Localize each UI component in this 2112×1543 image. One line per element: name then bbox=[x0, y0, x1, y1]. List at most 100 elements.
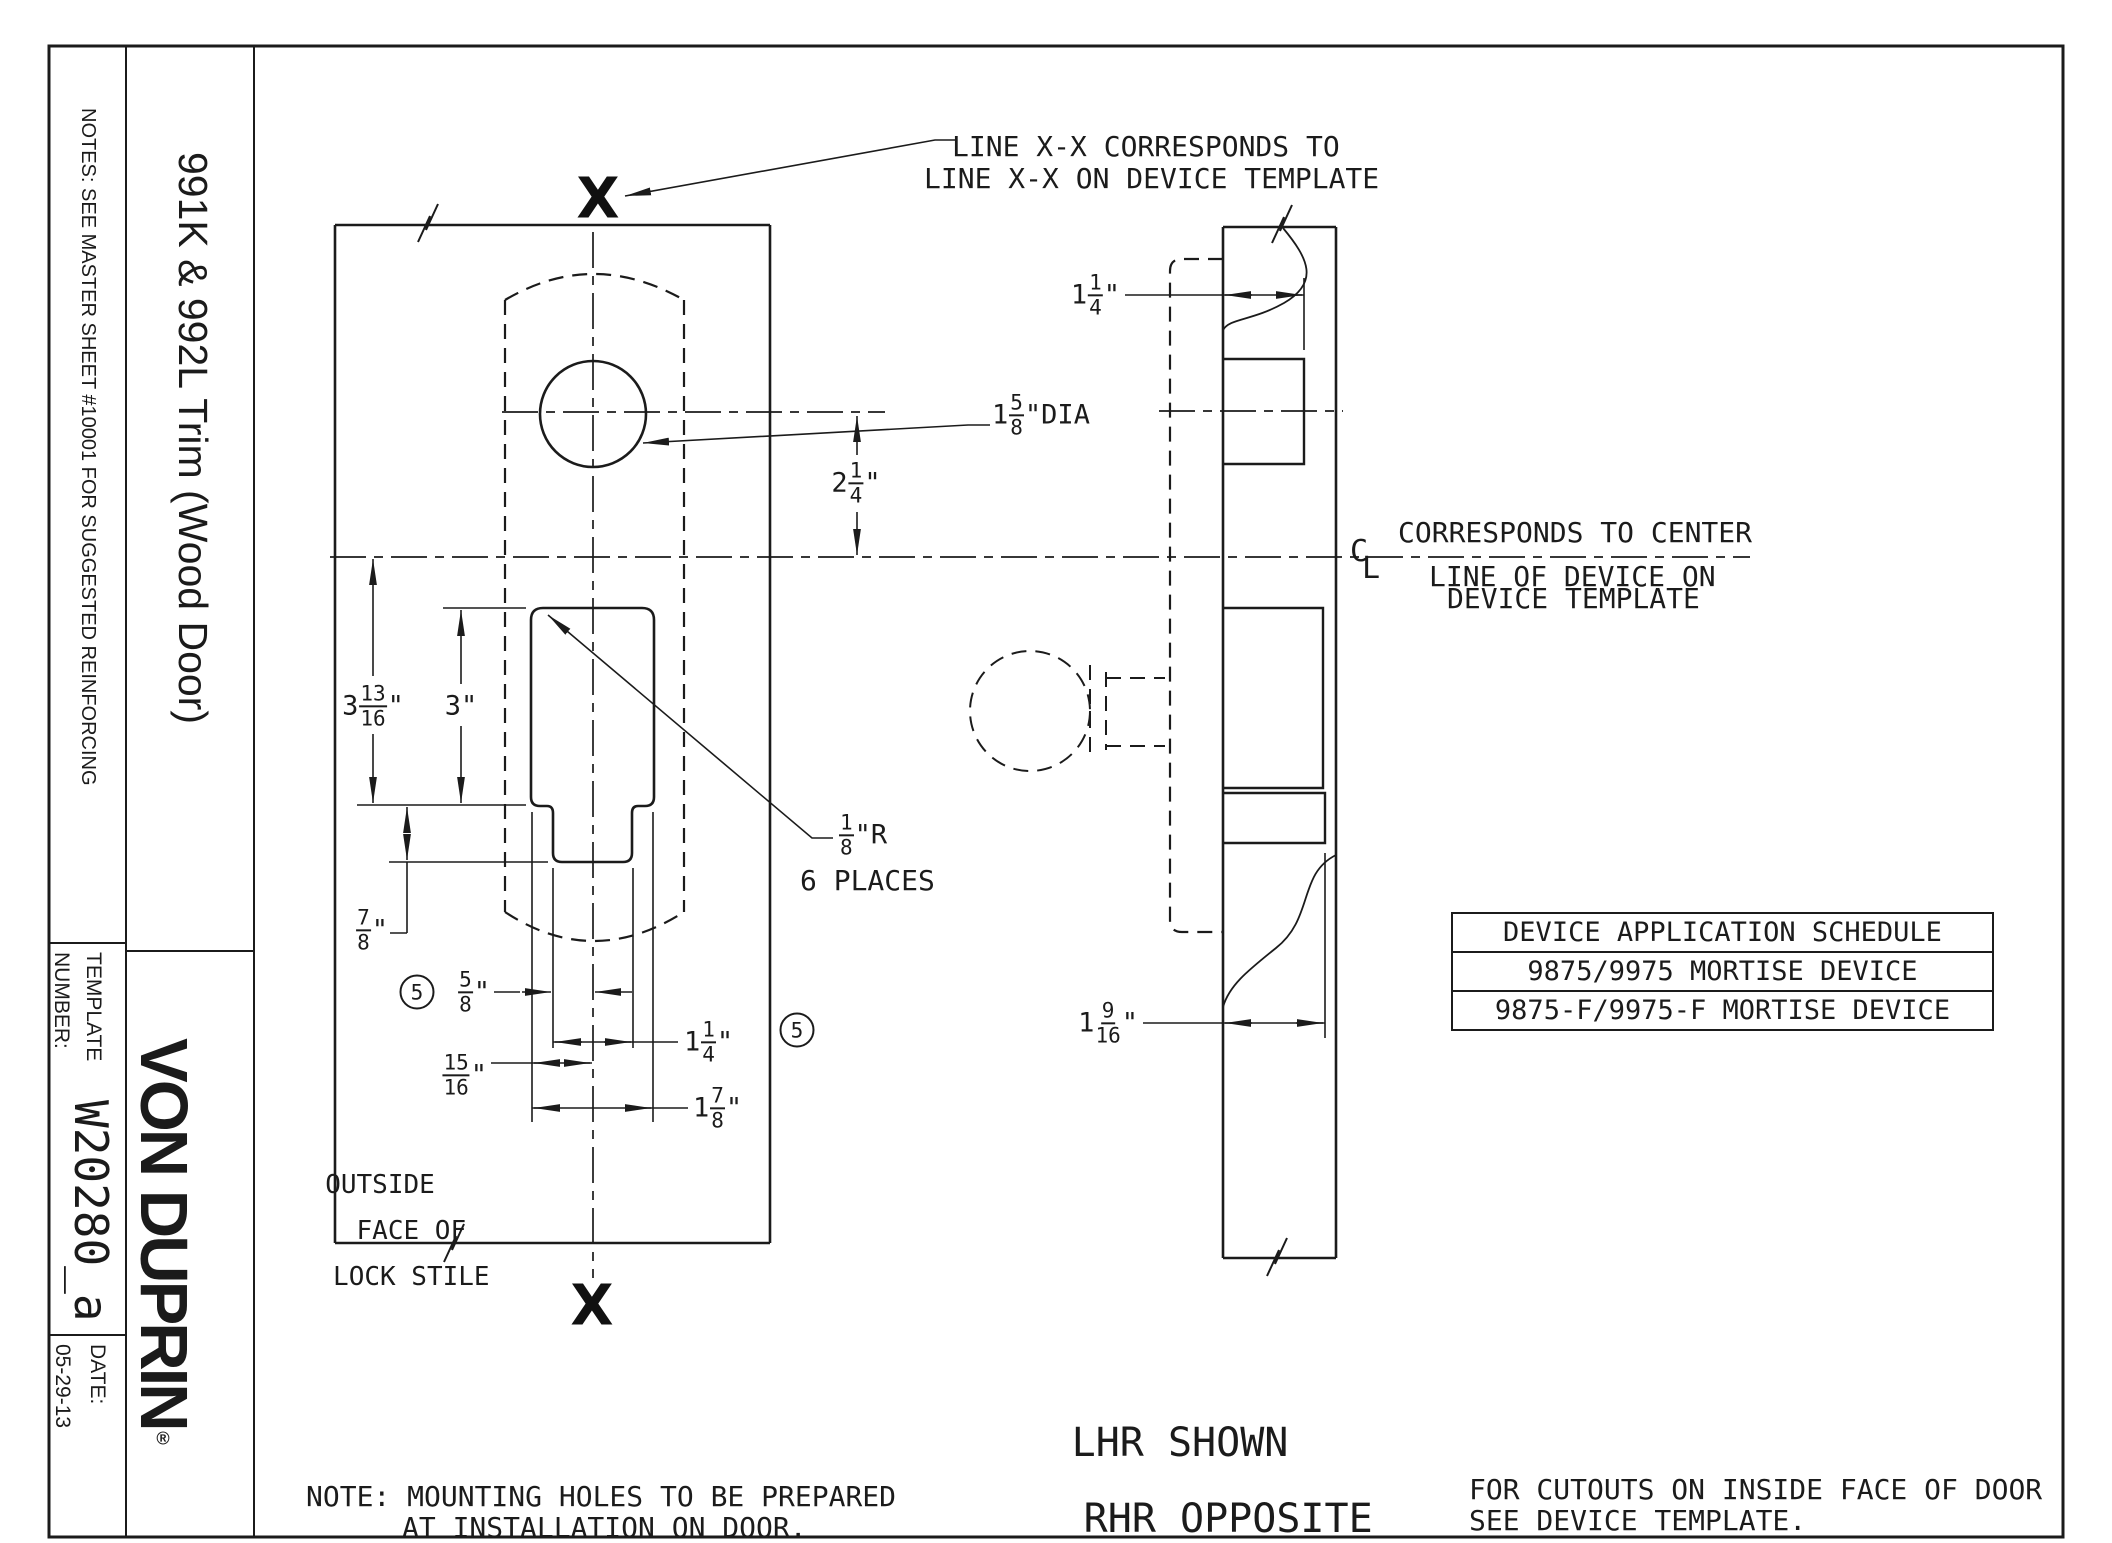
dim-suffix: " bbox=[473, 976, 490, 1008]
trim-side-hidden-profile bbox=[1168, 257, 1223, 934]
dim-suffix: " bbox=[371, 914, 388, 946]
dim-denominator: 8 bbox=[459, 992, 472, 1016]
brand-logo: VON DUPRIN® bbox=[126, 1038, 201, 1449]
corresponds-note-line2: LINE OF DEVICE ON bbox=[1429, 560, 1716, 593]
mounting-note-line2: AT INSTALLATION ON DOOR. bbox=[402, 1511, 807, 1543]
cutouts-note-line1: FOR CUTOUTS ON INSIDE FACE OF DOOR bbox=[1469, 1473, 2043, 1506]
registered-mark-icon: ® bbox=[153, 1428, 173, 1449]
dim-numerator: 1 bbox=[839, 810, 854, 836]
centerline-symbol-c: C bbox=[1350, 534, 1369, 569]
dim-denominator: 8 bbox=[711, 1108, 724, 1132]
handing-line1: LHR SHOWN bbox=[1071, 1420, 1289, 1466]
handing-line2: RHR OPPOSITE bbox=[1083, 1496, 1373, 1542]
outside-face-line3: LOCK STILE bbox=[333, 1262, 490, 1292]
date-label: DATE: bbox=[86, 1344, 109, 1405]
dim-text: 2 bbox=[831, 467, 848, 499]
dim-numerator: 9 bbox=[1100, 998, 1116, 1024]
dim-numerator: 5 bbox=[458, 967, 473, 993]
dim-suffix: " bbox=[387, 690, 404, 722]
outside-face-label: OUTSIDE FACE OF LOCK STILE bbox=[270, 1172, 490, 1292]
dim-denominator: 4 bbox=[849, 483, 863, 507]
notes-vertical-text: NOTES: SEE MASTER SHEET #10001 FOR SUGGE… bbox=[77, 108, 99, 786]
front-view-door-outline bbox=[333, 223, 772, 1245]
dim-text: 1 bbox=[693, 1092, 710, 1124]
product-title-vertical: 991K & 992L Trim (Wood Door) bbox=[170, 152, 216, 724]
dim-denominator: 8 bbox=[840, 835, 853, 859]
cutouts-note-line2: SEE DEVICE TEMPLATE. bbox=[1469, 1504, 1807, 1537]
dim-text: 3 bbox=[444, 690, 461, 722]
centerlines bbox=[330, 232, 1750, 1278]
dim-numerator: 1 bbox=[848, 458, 864, 484]
dim-numerator: 7 bbox=[710, 1083, 725, 1109]
schedule-row-2: 9875-F/9975-F MORTISE DEVICE bbox=[1453, 990, 1992, 1029]
dim-suffix: " bbox=[725, 1092, 743, 1124]
dim-denominator: 8 bbox=[357, 930, 370, 954]
dim-suffix: " bbox=[1103, 279, 1120, 311]
title-block-rules bbox=[49, 46, 255, 1537]
side-view-break-curves bbox=[1222, 227, 1337, 1008]
dim-suffix: "DIA bbox=[1024, 399, 1090, 431]
dim-suffix: "R bbox=[854, 819, 888, 851]
corresponds-note-line3: DEVICE TEMPLATE bbox=[1447, 582, 1700, 615]
knob-hidden-outline bbox=[969, 650, 1165, 772]
trim-plate-hidden-outline bbox=[503, 273, 686, 942]
balloon-number: 5 bbox=[410, 980, 424, 1004]
dim-numerator: 15 bbox=[442, 1050, 470, 1076]
handing-label: LHR SHOWN RHR OPPOSITE bbox=[987, 1423, 1373, 1539]
schedule-row-1: 9875/9975 MORTISE DEVICE bbox=[1453, 951, 1992, 990]
device-application-schedule-table: DEVICE APPLICATION SCHEDULE 9875/9975 MO… bbox=[1451, 912, 1994, 1031]
front-view-break-marks bbox=[417, 203, 465, 1263]
schedule-header: DEVICE APPLICATION SCHEDULE bbox=[1503, 917, 1942, 948]
dim-text: 1 bbox=[1070, 279, 1088, 311]
template-number-label-line2: NUMBER: bbox=[50, 952, 73, 1049]
dim-suffix: " bbox=[461, 690, 478, 722]
dim-suffix: " bbox=[864, 467, 881, 499]
date-value: 05-29-13 bbox=[51, 1344, 74, 1429]
dim-denominator: 8 bbox=[1010, 415, 1023, 439]
dim-denominator: 16 bbox=[360, 706, 386, 730]
dim-suffix: " bbox=[470, 1059, 487, 1091]
outside-face-line2: FACE OF bbox=[356, 1216, 467, 1246]
dim-numerator: 1 bbox=[1088, 270, 1103, 296]
dim-text: 1 bbox=[684, 1026, 701, 1058]
line-xx-note-line2: LINE X-X ON DEVICE TEMPLATE bbox=[924, 162, 1380, 195]
dim-text: 1 bbox=[992, 399, 1009, 431]
brand-logo-text: VON DUPRIN bbox=[126, 1038, 201, 1429]
balloon-note-5-left: 5 bbox=[399, 974, 435, 1010]
x-marker-bottom: X bbox=[570, 1273, 614, 1339]
dim-denominator: 16 bbox=[1095, 1023, 1121, 1047]
dim-cutout-height: 3" bbox=[442, 690, 480, 722]
line-xx-note-line1: LINE X-X CORRESPONDS TO bbox=[952, 130, 1340, 163]
dim-numerator: 5 bbox=[1009, 390, 1024, 416]
dim-suffix: " bbox=[1121, 1007, 1138, 1039]
balloon-note-5-right: 5 bbox=[779, 1012, 815, 1048]
side-view-break-marks bbox=[1266, 204, 1293, 1277]
sheet-border bbox=[47, 44, 2065, 1539]
balloon-number: 5 bbox=[790, 1018, 804, 1042]
dim-denominator: 4 bbox=[702, 1042, 715, 1066]
mounting-note-line1: NOTE: MOUNTING HOLES TO BE PREPARED bbox=[306, 1480, 897, 1513]
dim-denominator: 16 bbox=[443, 1075, 469, 1099]
corresponds-note-line1: CORRESPONDS TO CENTER bbox=[1398, 516, 1753, 549]
device-cutout-outline bbox=[529, 606, 656, 864]
side-view-device-cuts bbox=[1223, 357, 1327, 845]
outside-face-line1: OUTSIDE bbox=[325, 1170, 435, 1200]
extension-lines bbox=[357, 278, 1326, 1122]
template-number-value: W20280_a bbox=[64, 1100, 118, 1322]
template-number-label-line1: TEMPLATE bbox=[82, 952, 105, 1062]
six-places-label: 6 PLACES bbox=[800, 864, 935, 897]
dim-numerator: 1 bbox=[701, 1017, 716, 1043]
